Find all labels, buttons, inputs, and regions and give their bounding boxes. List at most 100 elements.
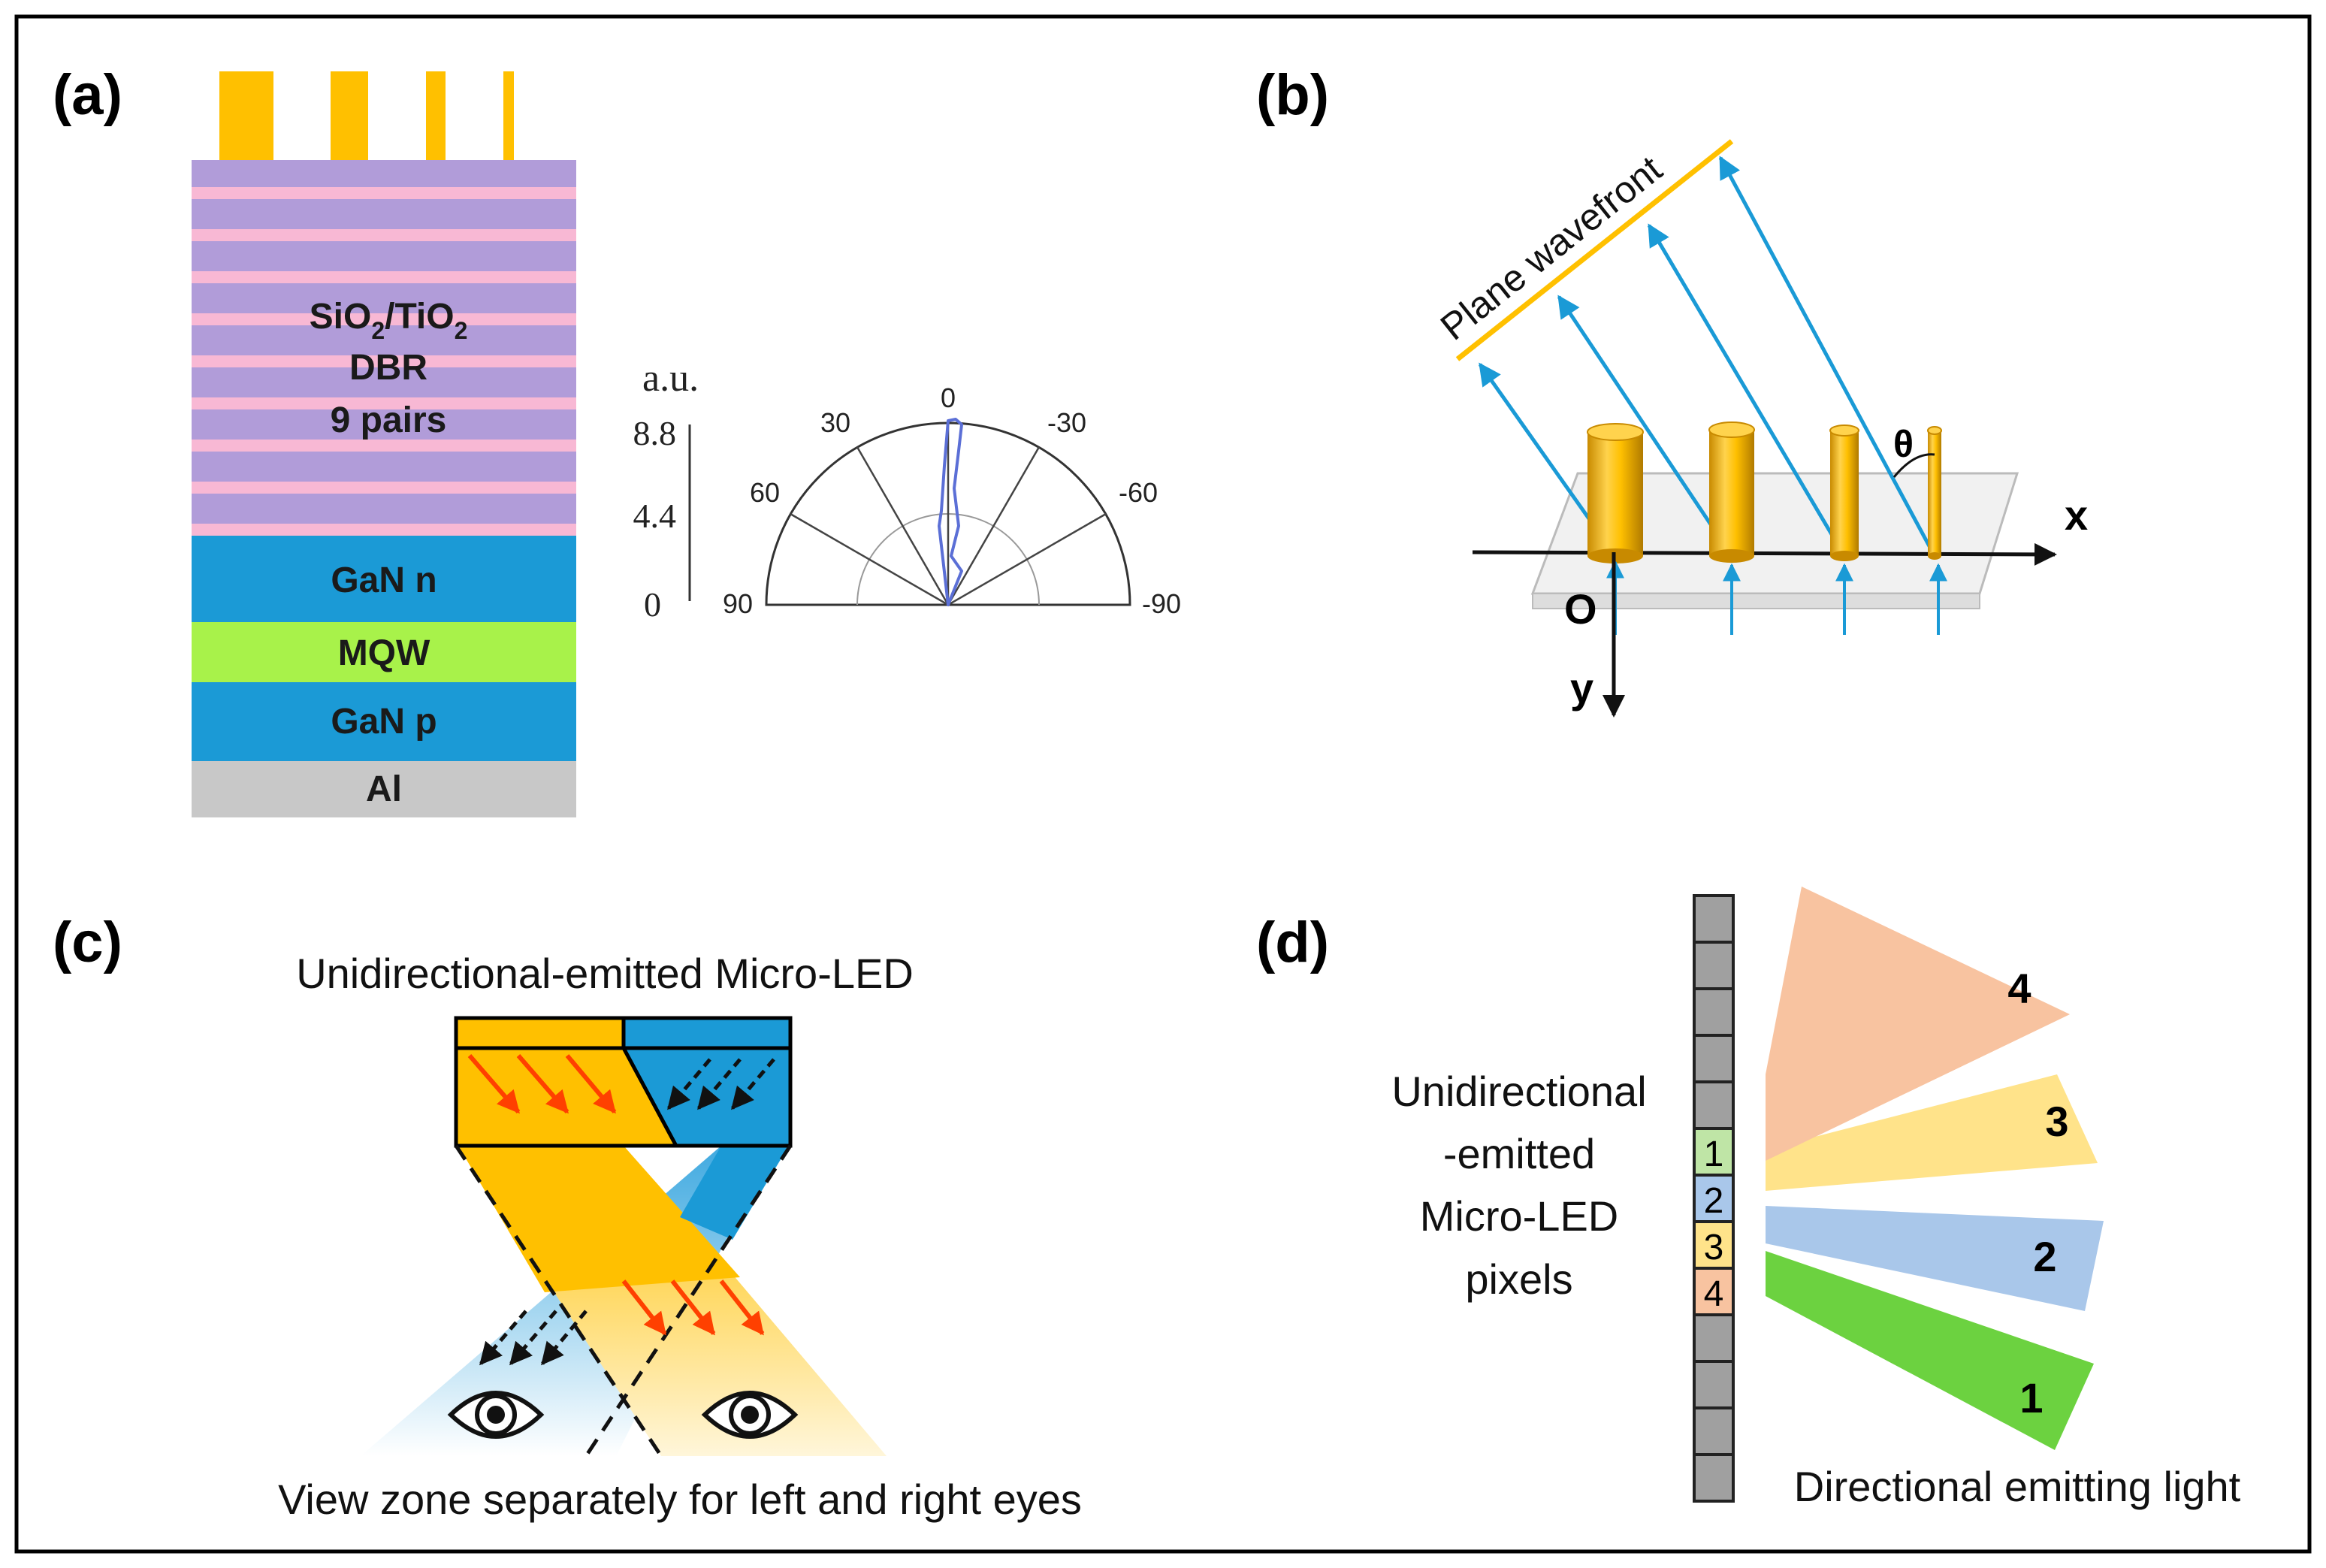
panel-c-label: (c)	[53, 911, 122, 974]
left-beam-core	[680, 1146, 789, 1240]
origin-label: O	[1564, 585, 1597, 633]
polar-outer-arc	[765, 421, 1131, 606]
emission-arrow	[565, 1054, 617, 1114]
diffracted-ray	[1647, 223, 1847, 557]
beam-arrow	[541, 1310, 588, 1366]
pixel-description-line: Unidirectional	[1391, 1068, 1646, 1115]
pixel-cell-3	[1693, 1220, 1735, 1270]
diffracted-ray	[1718, 156, 1937, 557]
dbr-stack	[192, 160, 576, 536]
metasurface-bars	[219, 71, 514, 160]
substrate-edge	[1532, 593, 1980, 609]
nanopillar	[1708, 421, 1755, 563]
beam-arrow	[621, 1279, 667, 1336]
polar-spoke	[947, 446, 1041, 606]
micro-led-device	[454, 1016, 793, 1148]
polar-angle-label: 60	[750, 477, 780, 508]
panel-c-caption: View zone separately for left and right …	[278, 1476, 1082, 1523]
theta-arc	[1893, 453, 1935, 478]
dbr-material-label: SiO2/TiO2	[310, 297, 468, 344]
gan-n-label: GaN n	[331, 560, 437, 600]
beam-2	[1766, 1206, 2104, 1311]
pixel-cell	[1693, 1034, 1735, 1083]
nanopillar	[1829, 424, 1859, 561]
panel-a-label: (a)	[53, 63, 122, 127]
grating-bar	[426, 71, 446, 160]
emission-arrow	[697, 1058, 742, 1110]
al-label: Al	[366, 769, 402, 809]
polar-emission-lobe	[938, 418, 963, 606]
mqw-label: MQW	[338, 633, 430, 673]
pixel-column	[1693, 894, 1735, 1503]
dashed-emission-arrows	[667, 1058, 775, 1110]
pixel-cell-1	[1693, 1127, 1735, 1177]
pixel-label: 2	[1704, 1181, 1724, 1221]
right-beam-core	[458, 1146, 740, 1292]
panel-c-title: Unidirectional-emitted Micro-LED	[296, 950, 914, 997]
right-eye-icon	[701, 1391, 799, 1439]
pixel-description-line: pixels	[1465, 1255, 1572, 1303]
grating-bar	[331, 71, 368, 160]
emission-arrow	[667, 1058, 711, 1110]
polar-angle-label: -60	[1119, 477, 1158, 508]
beam-3	[1766, 1074, 2098, 1191]
dbr-pairs-label: 9 pairs	[331, 400, 447, 440]
nanopillar	[1927, 426, 1942, 560]
panel-b: (b) Plane wavefront x	[1256, 63, 2088, 718]
panel-d: (d) 4 3 2 1 1 2 3 4	[1256, 887, 2241, 1510]
polar-tick-label: 0	[644, 585, 661, 624]
pixel-label: 1	[1704, 1134, 1724, 1174]
pixel-cell	[1693, 894, 1735, 944]
pixel-cell	[1693, 1453, 1735, 1503]
panel-a: (a) SiO2/TiO2 DBR 9 pairs GaN n MQ	[53, 63, 1181, 817]
polar-spoke	[790, 512, 949, 606]
beam-arrow	[670, 1279, 716, 1336]
beam-arrow	[509, 1310, 557, 1366]
pixel-label: 4	[1704, 1274, 1724, 1314]
emission-arrow	[516, 1054, 569, 1114]
polar-plot: a.u. 8.8 4.4 0 0 30 -30 60 -60 90 -90	[633, 357, 1182, 624]
beam-label: 3	[2045, 1098, 2068, 1145]
polar-spoke	[856, 446, 950, 606]
panel-d-caption: Directional emitting light	[1794, 1463, 2241, 1510]
gan-p-label: GaN p	[331, 702, 437, 742]
emission-arrow	[731, 1058, 775, 1110]
grating-bar	[219, 71, 273, 160]
red-beam-arrows	[621, 1279, 765, 1336]
polar-spoke	[947, 512, 1107, 606]
x-axis-label: x	[2065, 491, 2088, 539]
pixel-cell	[1693, 987, 1735, 1037]
polar-angle-label: 30	[820, 407, 850, 438]
al-layer	[192, 761, 576, 817]
theta-label: θ	[1893, 423, 1914, 465]
polar-angle-label: 0	[941, 382, 956, 413]
polar-unit-label: a.u.	[642, 357, 699, 400]
polar-angle-label: 90	[723, 588, 753, 619]
pixel-cell-2	[1693, 1174, 1735, 1223]
panel-c: (c) Unidirectional-emitted Micro-LED	[53, 911, 1082, 1523]
panel-d-label: (d)	[1256, 911, 1329, 974]
pixel-cell	[1693, 1360, 1735, 1409]
emission-arrow	[467, 1054, 521, 1114]
mqw-layer	[192, 622, 576, 682]
dashed-beam-arrows	[479, 1310, 588, 1366]
polar-angle-label: -30	[1047, 407, 1086, 438]
gan-p-layer	[192, 682, 576, 761]
beam-1	[1766, 1251, 2094, 1450]
diffracted-ray	[1557, 295, 1734, 557]
pixel-description-line: Micro-LED	[1420, 1192, 1618, 1240]
nanopillars	[1587, 421, 1942, 563]
y-axis-label: y	[1570, 664, 1593, 711]
gan-n-layer	[192, 536, 576, 622]
grating-bar	[503, 71, 514, 160]
panel-b-label: (b)	[1256, 63, 1329, 127]
polar-tick-label: 4.4	[633, 497, 677, 535]
pixel-cell	[1693, 1080, 1735, 1130]
beam-label: 4	[2007, 965, 2031, 1012]
figure-frame	[14, 14, 2312, 1554]
pixel-cell	[1693, 1406, 1735, 1456]
left-eye-icon	[447, 1391, 545, 1439]
pixel-label: 3	[1704, 1228, 1724, 1267]
dbr-label: DBR	[349, 348, 427, 388]
